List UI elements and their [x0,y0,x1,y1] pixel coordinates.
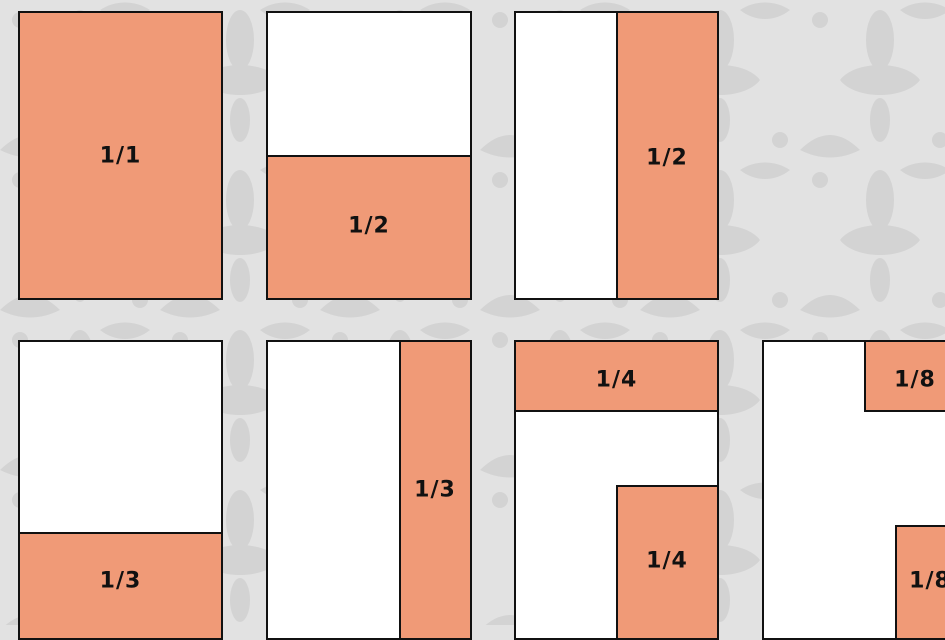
fraction-label: 1/3 [100,569,142,594]
layout-panel-half-horizontal: 1/2 [266,11,472,300]
layout-panel-half-vertical: 1/2 [514,11,719,300]
fraction-label: 1/1 [100,143,142,168]
layout-panel-quarter: 1/4 1/4 [514,340,719,640]
layout-panel-third-horizontal: 1/3 [18,340,223,640]
layout-panel-full-page: 1/1 [18,11,223,300]
layout-panel-third-vertical: 1/3 [266,340,472,640]
fraction-label-bottom: 1/4 [646,549,688,574]
fraction-label-bottom: 1/8 [909,569,945,594]
fraction-label-top: 1/8 [894,368,936,393]
fraction-label: 1/2 [348,214,390,239]
fraction-label-top: 1/4 [596,368,638,393]
layout-panel-eighth: 1/8 1/8 [762,340,945,640]
fraction-label: 1/3 [414,478,456,503]
fraction-label: 1/2 [646,146,688,171]
